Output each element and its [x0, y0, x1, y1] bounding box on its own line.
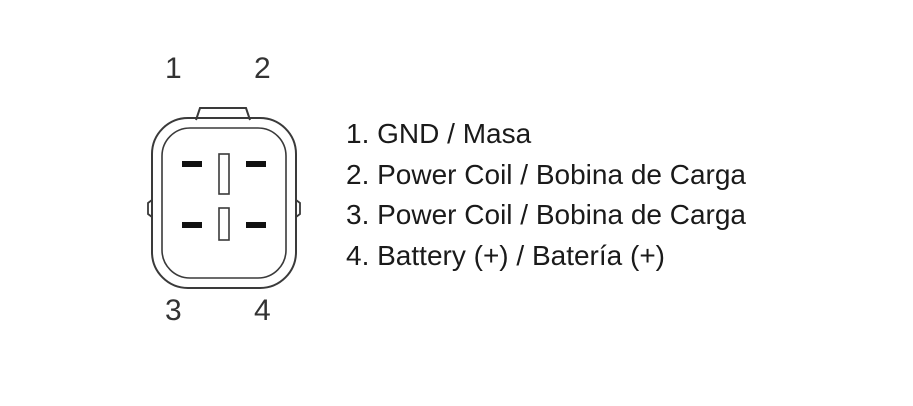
connector-housing-inner	[161, 127, 287, 279]
pin-4-terminal	[246, 222, 266, 228]
pin-3-terminal	[182, 222, 202, 228]
connector-side-key-right	[295, 199, 301, 218]
pin-number-2: 2	[254, 52, 271, 85]
center-slot-bottom	[218, 207, 230, 241]
pin-legend: 1. GND / Masa 2. Power Coil / Bobina de …	[346, 114, 746, 276]
legend-item-pin-1: 1. GND / Masa	[346, 118, 532, 149]
connector-latch	[195, 107, 251, 121]
pin-2-terminal	[246, 161, 266, 167]
pin-1-terminal	[182, 161, 202, 167]
legend-item-pin-3: 3. Power Coil / Bobina de Carga	[346, 199, 746, 230]
pin-number-1: 1	[165, 52, 182, 85]
legend-item-pin-4: 4. Battery (+) / Batería (+)	[346, 239, 666, 271]
pin-number-4: 4	[254, 294, 271, 327]
connector-housing-outer	[151, 117, 297, 289]
legend-item-pin-2: 2. Power Coil / Bobina de Carga	[346, 158, 746, 190]
connector-side-key-left	[147, 199, 153, 218]
center-slot-top	[218, 153, 230, 195]
pin-number-3: 3	[165, 294, 182, 327]
